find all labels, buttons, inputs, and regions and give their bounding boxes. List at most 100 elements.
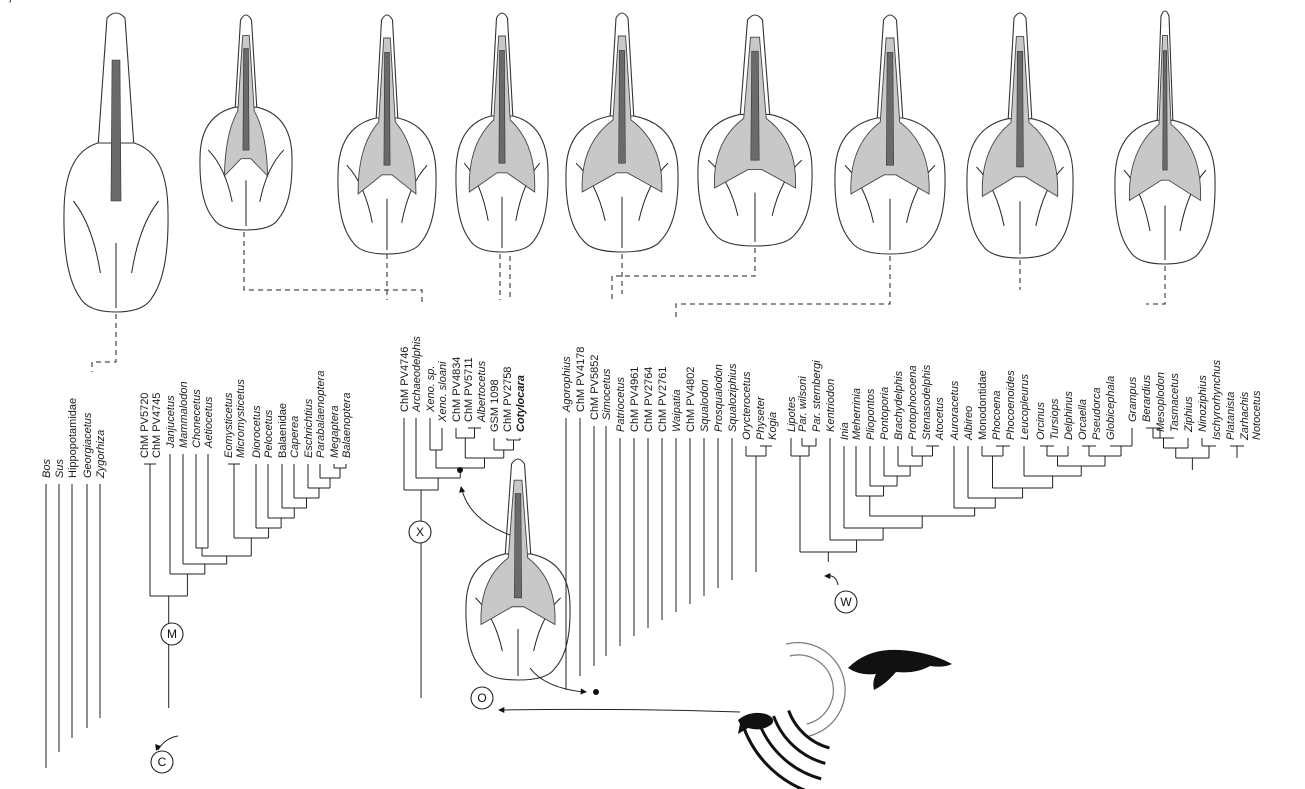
skull-nasal-passage bbox=[750, 50, 760, 161]
taxon-label: Ninoziphius bbox=[1197, 375, 1209, 432]
taxon-label: ChM PV5711 bbox=[463, 357, 475, 422]
skull-suture bbox=[976, 166, 1005, 227]
skull-suture bbox=[575, 162, 606, 221]
taxon-label: Hippopotamidae bbox=[67, 398, 79, 478]
taxon-label: Squalodon bbox=[699, 379, 711, 432]
taxon-label: Monodontidae bbox=[977, 370, 989, 440]
node-c-text: C bbox=[158, 755, 167, 769]
dashed-connector bbox=[91, 314, 117, 372]
skull-suture bbox=[1123, 169, 1151, 232]
taxon-label: Pontoporia bbox=[879, 387, 891, 440]
skull-suture bbox=[515, 162, 541, 221]
taxon-label: Kogia bbox=[767, 412, 779, 440]
skull-waipatia bbox=[697, 14, 813, 247]
dashed-connector bbox=[611, 248, 756, 300]
skull-suture bbox=[475, 597, 503, 652]
skull-ziphiid bbox=[1114, 10, 1216, 265]
taxon-label: Par. wilsoni bbox=[797, 376, 809, 432]
taxon-label: Balaenidae bbox=[277, 403, 289, 458]
echolocation-waves-icon bbox=[789, 654, 834, 725]
node-w-text: W bbox=[840, 595, 852, 609]
taxon-label: Protophocoena bbox=[907, 365, 919, 440]
taxon-label: Meherrinia bbox=[851, 388, 863, 440]
branch bbox=[501, 708, 741, 713]
taxon-label: ChM PV2758 bbox=[502, 367, 514, 432]
skull-suture bbox=[707, 159, 739, 216]
skull-delphinoid bbox=[834, 14, 946, 255]
fish-silhouette-icon bbox=[738, 712, 774, 734]
skull-cotylocara bbox=[455, 12, 549, 253]
skull-suture bbox=[1035, 166, 1064, 227]
taxon-label: Pseudorca bbox=[1091, 387, 1103, 440]
taxon-label: Ziphius bbox=[1183, 396, 1195, 433]
branch bbox=[157, 735, 179, 751]
taxon-label: Ischyrorhynchus bbox=[1211, 359, 1223, 440]
taxon-label: Simocetus bbox=[601, 368, 613, 420]
taxon-label: Parabalaenoptera bbox=[315, 371, 327, 458]
echolocation-waves-icon bbox=[742, 726, 806, 789]
taxon-label: Inia bbox=[839, 422, 851, 440]
taxon-label: Auroracetus bbox=[949, 380, 961, 441]
skull-platanistoid bbox=[966, 12, 1074, 259]
taxon-label: Xiphiacetus bbox=[0, 0, 57, 3]
taxon-label: ChM PV4961 bbox=[629, 367, 641, 432]
arrow-head bbox=[824, 572, 831, 580]
node-m bbox=[160, 622, 184, 646]
node-o bbox=[470, 686, 494, 710]
skull-zygorhiza bbox=[63, 12, 169, 313]
arrow-head bbox=[459, 486, 466, 493]
skull-nasal-passage bbox=[1162, 50, 1168, 171]
taxon-label: Phocoenoides bbox=[1005, 370, 1017, 440]
taxon-label: Platanista bbox=[1225, 392, 1237, 440]
taxon-label: Eomysticetus bbox=[223, 392, 235, 458]
taxon-label: ChM PV2761 bbox=[657, 367, 669, 432]
skull-suture bbox=[131, 200, 160, 274]
taxon-label: ChM PV4746 bbox=[399, 347, 411, 412]
node-m-text: M bbox=[167, 627, 177, 641]
taxon-label: Diorocetus bbox=[251, 405, 263, 458]
skull-illustrations bbox=[63, 10, 1216, 681]
taxon-label: ChM PV5852 bbox=[589, 355, 601, 420]
taxon-label: Lipotes bbox=[786, 396, 798, 432]
taxon-label: Notocetus bbox=[1251, 390, 1263, 440]
taxon-label: ChM PV4802 bbox=[685, 367, 697, 432]
dashed-connector bbox=[675, 256, 891, 320]
taxon-label: Eschrichtius bbox=[303, 398, 315, 458]
taxon-label: GSM 1098 bbox=[489, 379, 501, 432]
skull-nasal-passage bbox=[886, 52, 894, 166]
taxon-label: Berardius bbox=[1141, 374, 1153, 422]
dashed-connector bbox=[243, 232, 423, 306]
taxon-label: ChM PV4745 bbox=[151, 393, 163, 458]
echolocation-waves-icon bbox=[772, 715, 826, 765]
taxon-label: ChM PV4178 bbox=[575, 347, 587, 412]
taxon-label: Mesoplodon bbox=[1155, 372, 1167, 432]
skull-nasal-passage bbox=[498, 50, 506, 164]
skull-suture bbox=[463, 162, 489, 221]
taxon-label: Stenasodelphis bbox=[921, 364, 933, 440]
taxon-label: Leucopleurus bbox=[1019, 373, 1031, 440]
arrow-head bbox=[498, 706, 505, 714]
taxon-label: ChM PV4834 bbox=[451, 357, 463, 422]
taxon-label: Xeno. sp. bbox=[425, 366, 437, 413]
taxon-label: Aetiocetus bbox=[203, 396, 215, 449]
node-x-text: X bbox=[416, 525, 424, 539]
taxon-label: Janjucetus bbox=[165, 395, 177, 449]
taxon-label: Georgiacetus bbox=[82, 412, 94, 478]
taxon-label: Chonecetus bbox=[191, 389, 203, 448]
skull-patriocetus bbox=[565, 12, 679, 253]
taxon-label: Squaloziphius bbox=[727, 363, 739, 432]
taxon-label: Albireo bbox=[963, 406, 975, 441]
skull-suture bbox=[771, 159, 803, 216]
skull-detail bbox=[465, 458, 571, 681]
skull-xenorophus bbox=[337, 14, 437, 255]
taxon-label: ChM PV2764 bbox=[643, 367, 655, 432]
node-w bbox=[834, 590, 858, 614]
taxon-label: Mammalodon bbox=[178, 381, 190, 448]
taxon-label: Caperea bbox=[289, 416, 301, 458]
taxon-label: Zarhachis bbox=[1239, 391, 1251, 441]
taxon-label: Micromysticetus bbox=[235, 379, 247, 458]
taxon-label: Zygorhiza bbox=[95, 430, 107, 479]
node-dot bbox=[457, 467, 463, 473]
